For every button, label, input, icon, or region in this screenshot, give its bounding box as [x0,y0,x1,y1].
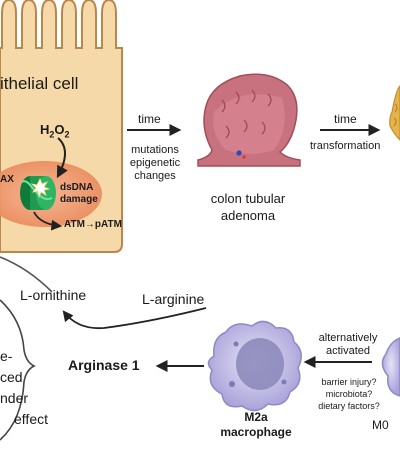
adenoma-line2: adenoma [220,208,276,223]
h2o2-o: O [54,122,65,137]
atm-label: ATM→pATM [64,219,122,230]
bystander-brace [0,299,36,441]
l-arginine-label: L-arginine [142,291,205,307]
activation-label: alternatively activated [304,332,392,358]
epithelial-cell [0,0,123,253]
m2a-nucleus [236,338,284,390]
arrow1-bottom-line3: changes [134,170,176,182]
arrow1-bottom-label: mutations epigenetic changes [124,144,186,183]
adenoma-illustration [197,73,301,167]
arrow1-top-label: time [138,112,161,126]
factors-line3: dietary factors? [318,401,380,411]
adenoma-label: colon tubular adenoma [198,190,298,224]
h2o2-sub1: 2 [49,129,55,140]
l-ornithine-label: L-ornithine [20,287,87,303]
bystander-curve [0,256,53,293]
factors-label: barrier injury? microbiota? dietary fact… [308,376,390,412]
h2o2-sub2: 2 [64,129,70,140]
dsdna-label: dsDNA [60,182,94,193]
bystander-line1: e- [0,348,13,364]
arrow2-bottom-label: transformation [310,140,381,152]
carcinoma-partial-illustration [389,85,400,141]
damage-label: damage [60,194,98,205]
m2a-line2: macrophage [220,425,292,439]
m0-macrophage-partial-illustration [381,337,400,397]
arrow1-bottom-line2: epigenetic [129,157,181,169]
m0-label: M0 [372,418,389,432]
h2o2-label: H2O2 [40,122,70,140]
factors-line2: microbiota? [325,389,373,399]
bystander-line3: nder [0,390,29,406]
arrow2-top-label: time [334,112,357,126]
gamma-h2ax-label: AX [0,174,14,185]
m2a-line1: M2a [244,410,268,424]
m2a-label: M2a macrophage [212,410,300,440]
activation-line1: alternatively [318,332,378,344]
activation-line2: activated [325,345,371,357]
h2o2-h: H [40,122,50,137]
bystander-line2: ced [0,369,23,385]
arrow1-bottom-line1: mutations [131,144,179,156]
m2a-macrophage-illustration [207,320,302,412]
factors-line1: barrier injury? [321,377,377,387]
damage-starburst-icon [30,178,51,199]
epithelial-cell-label: ithelial cell [0,74,79,93]
adenoma-line1: colon tubular [210,191,286,206]
bystander-line4: effect [14,411,48,427]
arginine-to-ornithine-arrow [62,307,207,330]
arginase-label: Arginase 1 [68,357,140,373]
